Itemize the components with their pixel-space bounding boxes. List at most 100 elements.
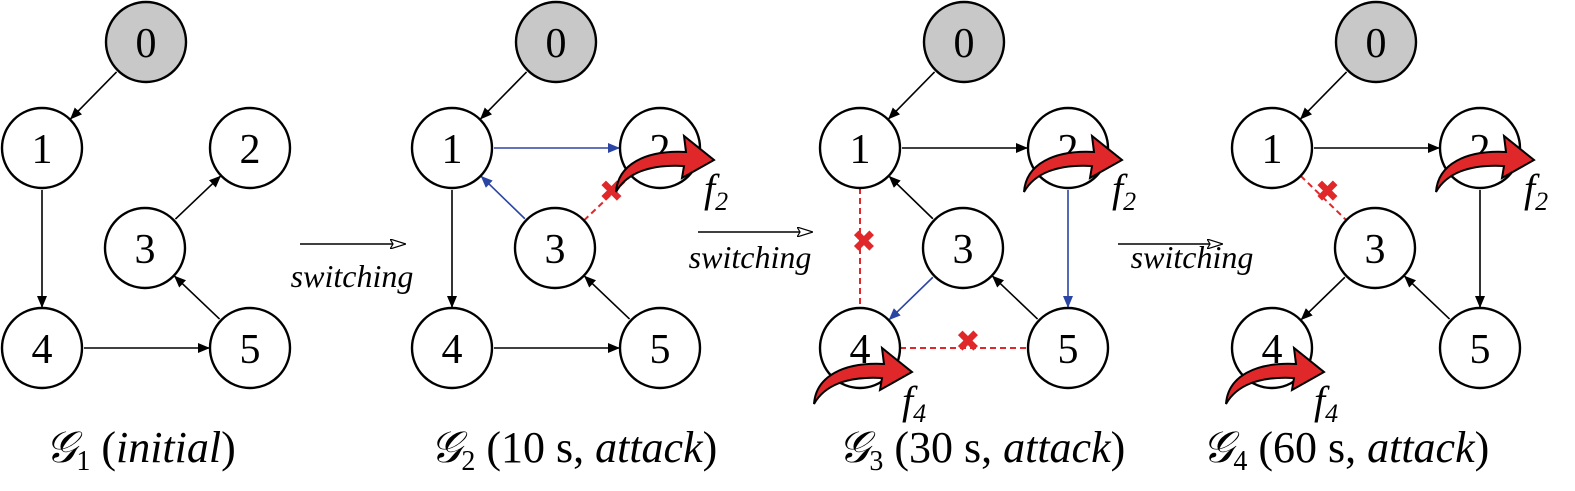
follower-node-circle: [410, 306, 494, 390]
node-label: 1: [850, 127, 871, 173]
follower-node-circle: [103, 206, 187, 290]
follower-node-circle: [208, 106, 292, 190]
edge-3-to-4: [1300, 276, 1346, 321]
node-label: 3: [1365, 227, 1386, 273]
node-3: 3: [513, 206, 597, 290]
fault-label: f2: [704, 166, 728, 216]
follower-node-circle: [410, 106, 494, 190]
node-label: 2: [240, 127, 261, 173]
edge-5-to-3: [583, 275, 631, 320]
node-label: 1: [32, 127, 53, 173]
edge-5-to-3: [173, 275, 221, 320]
node-5: 5: [208, 306, 292, 390]
leader-node-circle: [1334, 0, 1418, 84]
node-label: 3: [135, 227, 156, 273]
follower-node-circle: [1230, 106, 1314, 190]
node-label: 4: [1262, 327, 1283, 373]
leader-node-circle: [104, 0, 188, 84]
node-label: 4: [442, 327, 463, 373]
node-label: 0: [1366, 21, 1387, 67]
follower-node-circle: [208, 306, 292, 390]
node-1: 1: [1230, 106, 1314, 190]
node-0: 0: [1334, 0, 1418, 84]
node-label: 3: [953, 227, 974, 273]
switching-arrow-2: switching: [689, 232, 812, 275]
node-label: 5: [650, 327, 671, 373]
follower-node-circle: [1438, 306, 1522, 390]
follower-node-circle: [0, 106, 84, 190]
node-label: 3: [545, 227, 566, 273]
edge-5-to-3: [1403, 275, 1451, 320]
caption-g1: 𝒢1 (initial): [45, 422, 236, 477]
fault-label: f2: [1524, 166, 1548, 216]
attacked-link-1-3: [1300, 175, 1347, 221]
switching-arrow-1: switching: [291, 244, 414, 294]
graph-panel-g1: 0 1 2 3 4 5: [0, 0, 292, 390]
edge-0-to-1: [888, 71, 936, 120]
node-5: 5: [1438, 306, 1522, 390]
fault-arrow-icon: [813, 345, 914, 405]
node-3: 3: [103, 206, 187, 290]
fault-label: f4: [1314, 378, 1338, 428]
edge-3-to-2: [174, 175, 222, 220]
fault-label: f4: [902, 378, 926, 428]
attack-cross-icon: ✖: [1315, 176, 1340, 209]
leader-node-circle: [922, 0, 1006, 84]
switching-arrows: switching switching switching: [291, 232, 1253, 294]
node-5: 5: [618, 306, 702, 390]
node-0: 0: [104, 0, 188, 84]
node-0: 0: [514, 0, 598, 84]
switching-label: switching: [689, 239, 812, 275]
node-5: 5: [1026, 306, 1110, 390]
fault-label: f2: [1112, 166, 1136, 216]
fault-injection-4: f4: [1225, 345, 1338, 428]
node-label: 5: [1058, 327, 1079, 373]
node-label: 4: [32, 327, 53, 373]
node-1: 1: [410, 106, 494, 190]
node-label: 0: [954, 21, 975, 67]
fault-arrow-icon: [1023, 133, 1124, 193]
caption-g3: 𝒢3 (30 s, attack): [838, 422, 1125, 477]
fault-arrow-icon: [1435, 133, 1536, 193]
switching-arrow-3: switching: [1118, 239, 1253, 275]
fault-arrow-icon: [615, 133, 716, 193]
node-label: 0: [546, 21, 567, 67]
edge-0-to-1: [480, 71, 528, 120]
follower-node-circle: [513, 206, 597, 290]
node-3: 3: [921, 206, 1005, 290]
node-label: 1: [442, 127, 463, 173]
caption-g2: 𝒢2 (10 s, attack): [430, 422, 717, 477]
node-4: 4: [0, 306, 84, 390]
node-4: 4: [410, 306, 494, 390]
follower-node-circle: [0, 306, 84, 390]
attack-cross-icon: ✖: [955, 326, 980, 359]
node-label: 4: [850, 327, 871, 373]
edge-0-to-1: [1300, 71, 1348, 120]
caption-g4: 𝒢4 (60 s, attack): [1202, 422, 1489, 477]
leader-node-circle: [514, 0, 598, 84]
follower-node-circle: [921, 206, 1005, 290]
edge-5-to-3: [991, 275, 1039, 320]
node-label: 5: [1470, 327, 1491, 373]
edge-3-to-1: [888, 175, 934, 220]
follower-node-circle: [1026, 306, 1110, 390]
node-label: 0: [136, 21, 157, 67]
node-1: 1: [818, 106, 902, 190]
edge-3-to-1: [480, 175, 526, 220]
edge-0-to-1: [70, 71, 118, 120]
node-3: 3: [1333, 206, 1417, 290]
switching-label: switching: [291, 258, 414, 294]
follower-node-circle: [1333, 206, 1417, 290]
follower-node-circle: [618, 306, 702, 390]
node-0: 0: [922, 0, 1006, 84]
node-label: 5: [240, 327, 261, 373]
node-2: 2: [208, 106, 292, 190]
switching-label: switching: [1131, 239, 1254, 275]
attack-cross-icon: ✖: [851, 226, 876, 259]
edge-3-to-4: [888, 276, 934, 321]
